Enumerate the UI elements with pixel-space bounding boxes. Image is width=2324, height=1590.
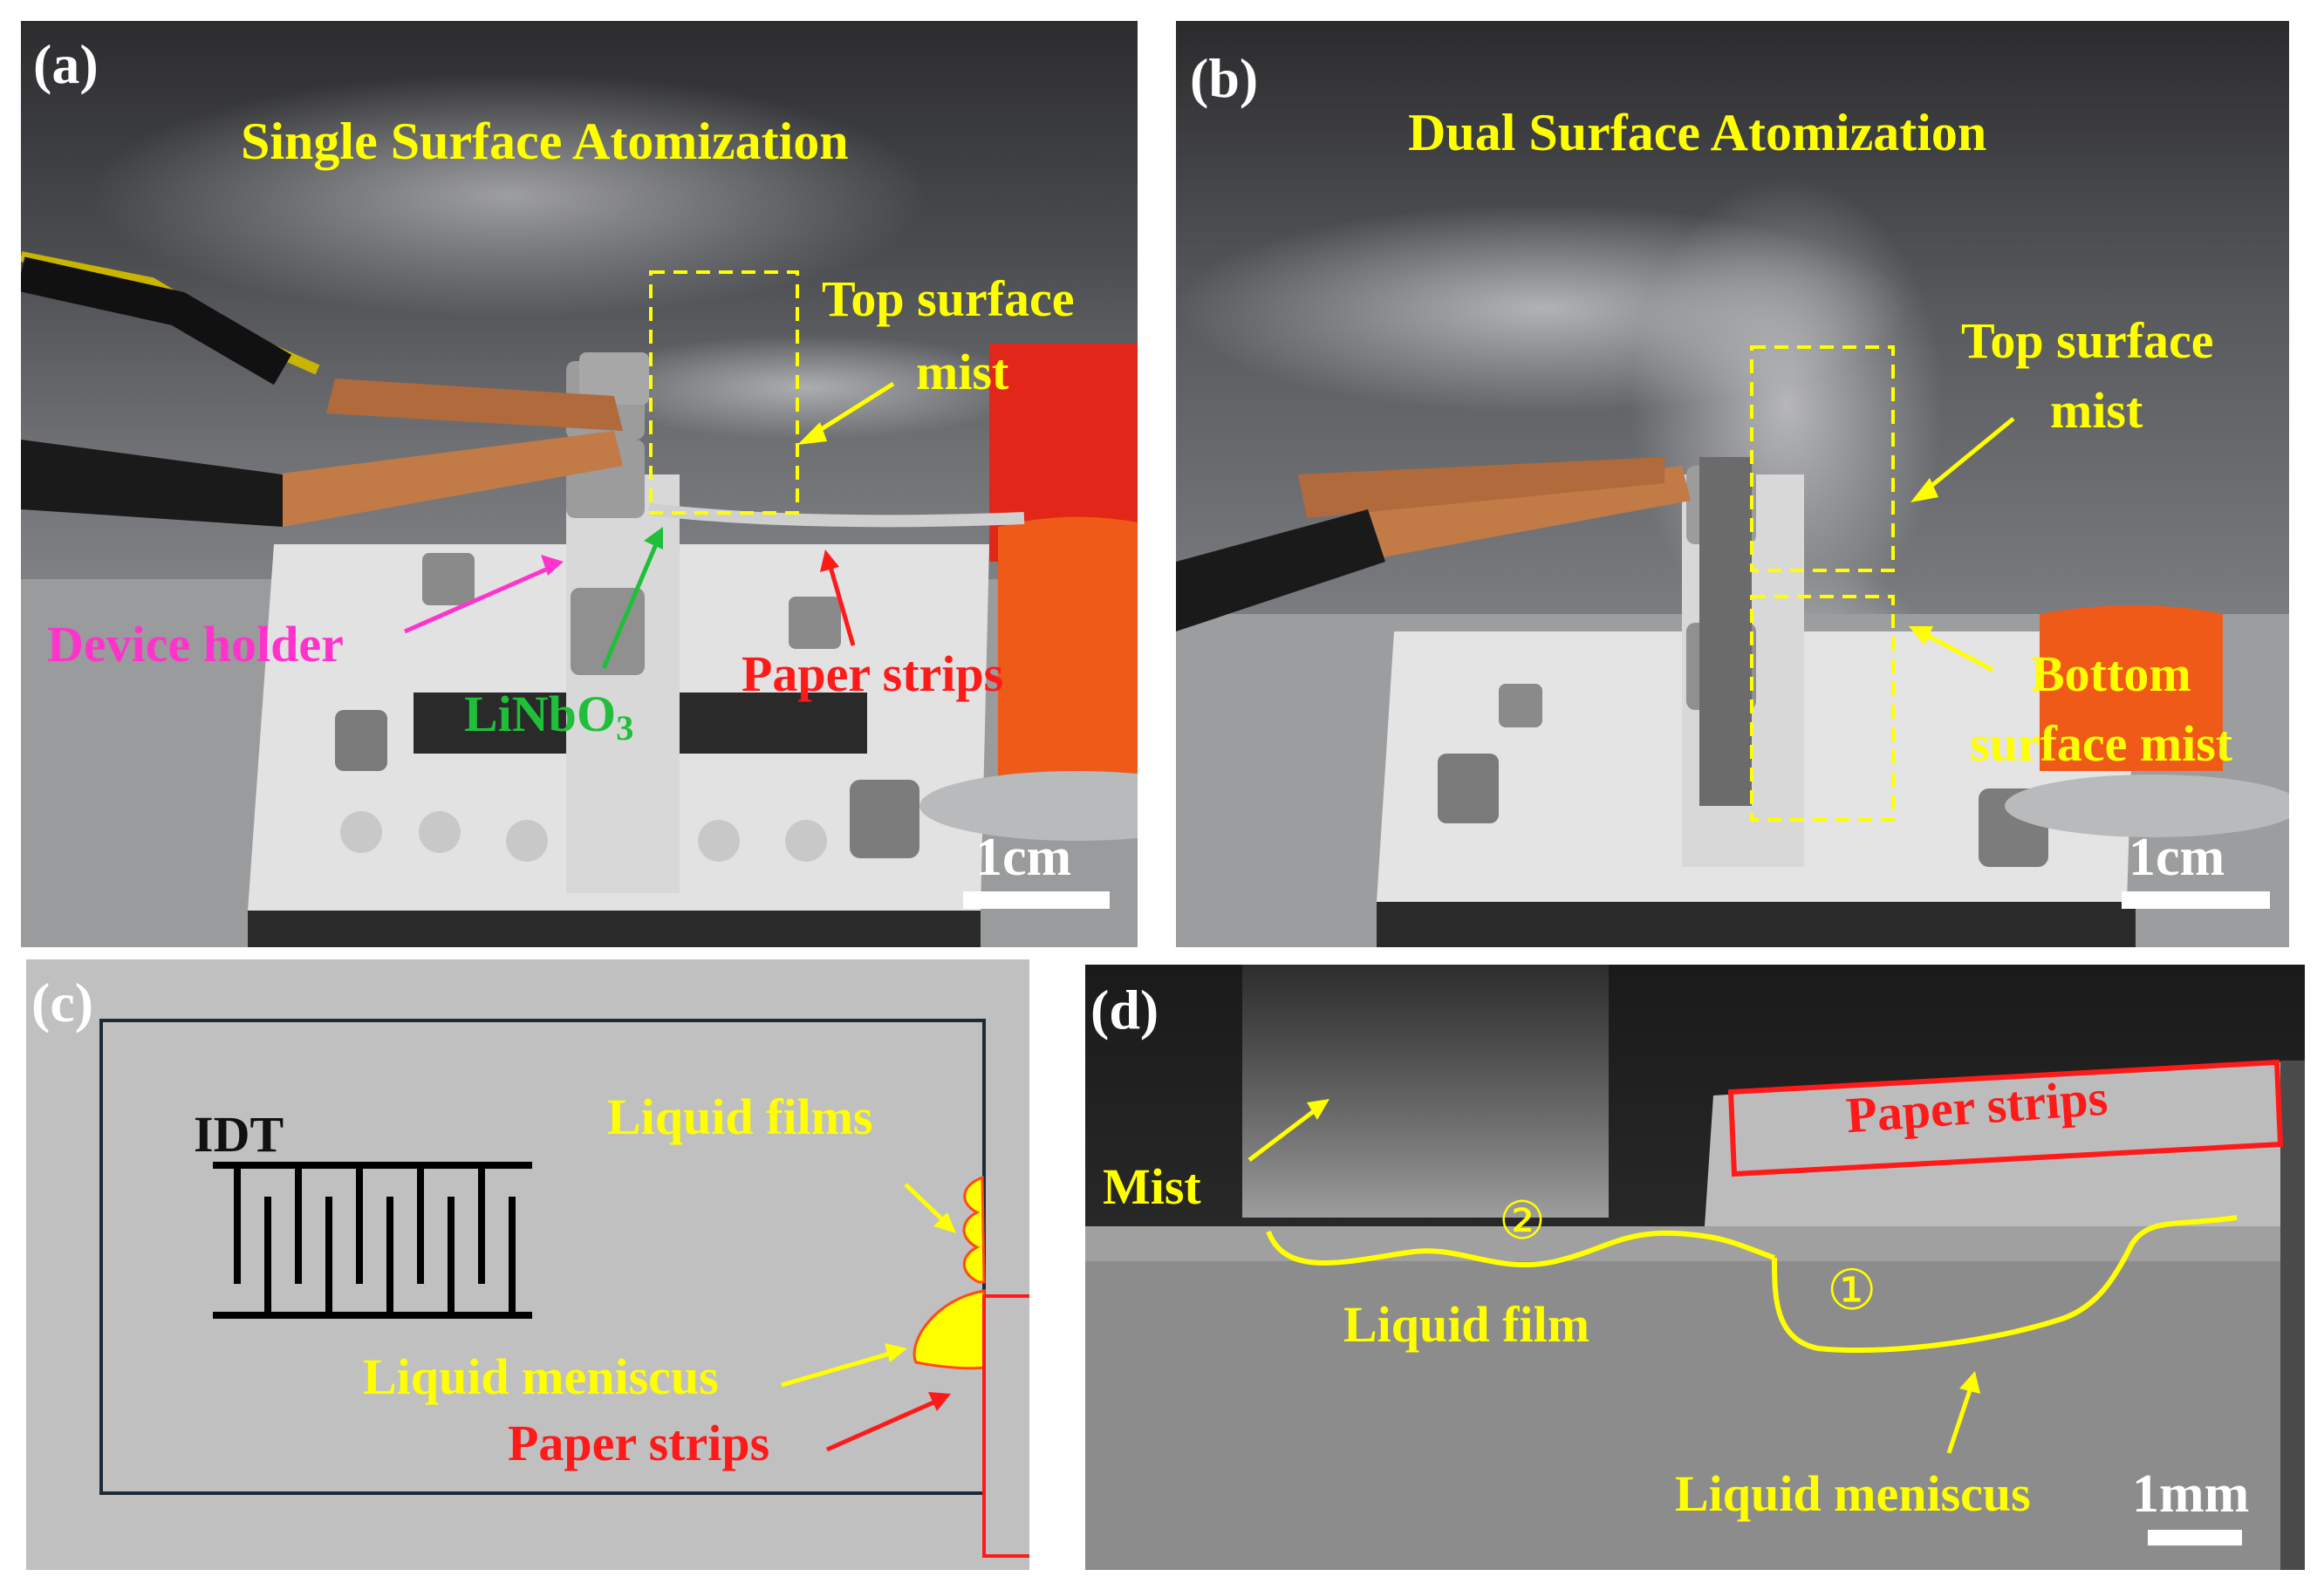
panel-d-mist: Mist xyxy=(1103,1158,1201,1215)
panel-a-overlays xyxy=(403,270,1110,909)
panel-a-top-mist-line1: Top surface xyxy=(822,270,1075,327)
panel-a-linbo3: LiNbO3 xyxy=(464,689,633,747)
panel-a-device-holder: Device holder xyxy=(47,616,344,672)
panel-c-diagram xyxy=(99,1019,1029,1558)
panel-a-linbo3-main: LiNbO xyxy=(464,686,617,742)
liquid-film-outline xyxy=(1266,1230,1775,1268)
panel-a-photo xyxy=(21,21,1138,947)
panel-b-letter: (b) xyxy=(1190,47,1259,109)
liquid-film-shape xyxy=(962,1175,986,1284)
panel-a: (a) Single Surface Atomization Top surfa… xyxy=(21,21,1138,947)
panel-c-letter: (c) xyxy=(31,972,94,1034)
panel-d-liquid-meniscus: Liquid meniscus xyxy=(1675,1465,2031,1522)
panel-b-overlays xyxy=(1750,345,2270,909)
liquid-meniscus-shape xyxy=(913,1289,986,1370)
panel-b-bottom-mist-line1: Bottom xyxy=(2031,645,2191,702)
panel-a-linbo3-sub: 3 xyxy=(616,708,634,748)
panel-c-liquid-meniscus: Liquid meniscus xyxy=(363,1348,719,1405)
panel-d-region-1: ① xyxy=(1827,1259,1877,1323)
panel-d-scale-label: 1mm xyxy=(2132,1464,2250,1524)
panel-b-top-mist-line2: mist xyxy=(2050,382,2143,439)
panel-d-scale-bar xyxy=(2148,1530,2242,1546)
panel-c: (c) IDT Liquid films Liquid meniscus Pap… xyxy=(26,959,1029,1570)
panel-a-scale-bar xyxy=(963,891,1110,909)
paper-strip-shape xyxy=(982,1294,1029,1558)
panel-b-scale-bar xyxy=(2122,891,2270,909)
panel-d-region-2: ② xyxy=(1499,1191,1546,1252)
panel-d-photo xyxy=(1085,965,2305,1570)
panel-b: (b) Dual Surface Atomization Top surface… xyxy=(1176,21,2289,947)
panel-a-top-mist-line2: mist xyxy=(916,344,1009,400)
panel-c-liquid-films: Liquid films xyxy=(607,1088,873,1145)
panel-c-paper-strips: Paper strips xyxy=(508,1415,770,1471)
panel-b-bottom-mist-line2: surface mist xyxy=(1970,715,2233,772)
paper-strip-box xyxy=(1727,1059,2284,1177)
panel-d-liquid-film: Liquid film xyxy=(1343,1296,1590,1353)
idt-electrodes xyxy=(213,1162,532,1319)
panel-b-photo xyxy=(1176,21,2289,947)
panel-c-idt-label: IDT xyxy=(194,1106,284,1163)
panel-b-scale-label: 1cm xyxy=(2129,828,2225,887)
panel-a-title: Single Surface Atomization xyxy=(241,113,849,170)
panel-b-top-mist-line1: Top surface xyxy=(1961,312,2214,369)
panel-a-scale-label: 1cm xyxy=(975,828,1072,887)
panel-a-paper-strips: Paper strips xyxy=(742,645,1004,702)
liquid-meniscus-outline xyxy=(1772,1215,2238,1354)
panel-b-title: Dual Surface Atomization xyxy=(1408,104,1987,161)
panel-d: (d) Paper strips Mist ② ① Liquid film Li… xyxy=(1085,965,2305,1570)
panel-a-letter: (a) xyxy=(33,33,99,95)
panel-d-letter: (d) xyxy=(1090,979,1159,1041)
